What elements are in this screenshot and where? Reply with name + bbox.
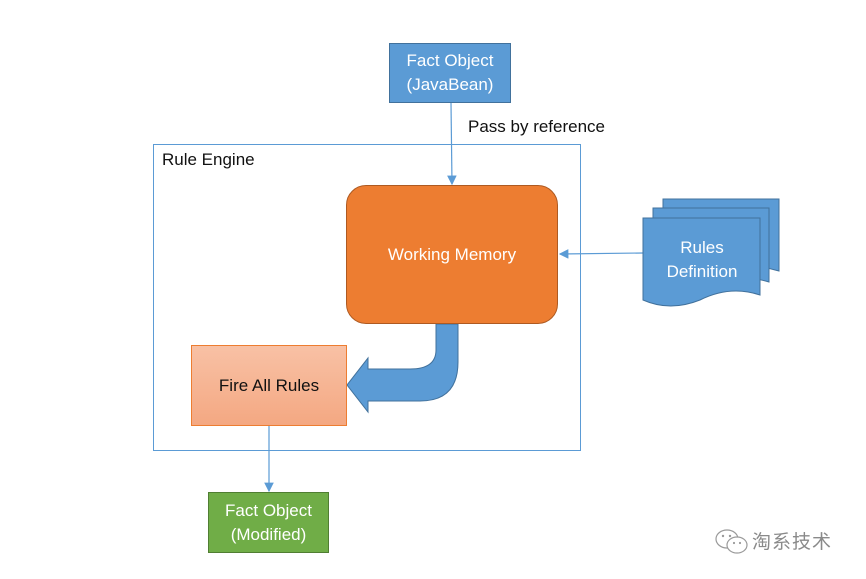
pass-by-reference-arrow: [447, 102, 457, 186]
rules-definition-line1: Rules: [680, 238, 724, 257]
watermark-text: 淘系技术: [752, 532, 833, 553]
fact-object-output: Fact Object (Modified): [208, 492, 329, 553]
fact-output-line2: (Modified): [230, 524, 307, 544]
working-memory-box: Working Memory: [346, 185, 558, 324]
rules-definition-line2: Definition: [666, 262, 738, 281]
fact-input-line1: Fact Object: [406, 51, 494, 70]
rules-to-memory-arrow: [558, 249, 644, 259]
fire-all-rules-box: Fire All Rules: [191, 345, 347, 426]
rules-definition-label: Rules Definition: [643, 236, 761, 284]
pass-by-reference-label: Pass by reference: [468, 117, 606, 136]
fact-object-input: Fact Object (JavaBean): [389, 43, 511, 103]
fact-output-line1: Fact Object: [225, 500, 312, 520]
wechat-icon: [715, 529, 748, 554]
rule-engine-label: Rule Engine: [162, 150, 255, 169]
fire-rules-curved-arrow: [346, 323, 459, 414]
rules-definition-icon: [642, 198, 780, 307]
rule-engine-boundary: [153, 144, 581, 451]
fact-input-line2: (JavaBean): [406, 75, 494, 94]
